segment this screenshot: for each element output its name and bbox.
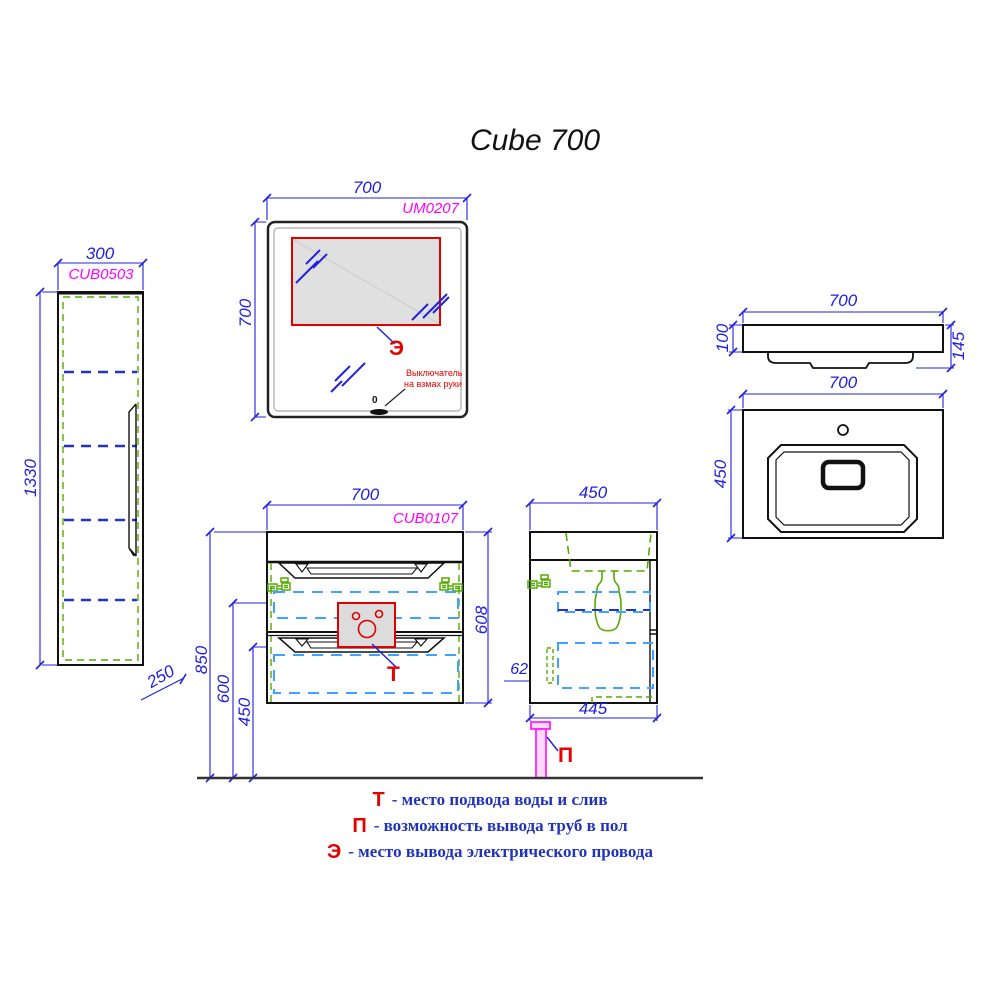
sensor-note-line1: Выключатель — [406, 368, 463, 378]
vanity-depth-dim: 450 — [578, 483, 608, 502]
vanity-bottom-depth-dim: 445 — [578, 699, 608, 718]
legend-text-water: - место подвода воды и слив — [391, 790, 608, 809]
tall-cabinet-width-dim: 300 — [85, 244, 115, 263]
sink-side-width-dim: 700 — [828, 291, 858, 310]
tall-cabinet-body — [57, 291, 144, 666]
tall-cabinet-code: CUB0503 — [68, 266, 134, 283]
legend-row-pipe: П - возможность вывода труб в пол — [352, 815, 627, 837]
electric-marker: Э — [389, 337, 404, 360]
mirror-height-dim: 700 — [236, 298, 255, 328]
mirror-glass-reflection — [293, 239, 439, 324]
basin-outer-rim — [767, 444, 918, 533]
floor-pipe — [530, 721, 551, 779]
pipe-gap-slot — [546, 647, 554, 684]
mirror-width-dim: 700 — [352, 178, 382, 197]
sensor-note-line2: на взмах руки — [404, 379, 462, 389]
drawer1-handle-groove — [277, 562, 446, 579]
mirror-drawing — [250, 193, 472, 422]
vanity-front-drawing — [205, 500, 493, 783]
water-marker-leader — [371, 643, 397, 668]
sink-side-drawing — [728, 307, 956, 373]
side-drawer2-dashed — [557, 642, 654, 689]
side-drawer1-dashed — [557, 591, 651, 613]
sink-total-height-dim: 145 — [949, 331, 968, 361]
mirror-glint-lines — [295, 249, 450, 393]
water-marker: Т — [387, 663, 400, 686]
legend-row-water: Т - место подвода воды и слив — [372, 789, 607, 811]
sink-bowl-underside — [767, 352, 914, 369]
tall-cabinet-handle — [128, 403, 137, 557]
faucet-hole — [837, 424, 849, 436]
electric-marker-leader — [376, 326, 396, 345]
vanity-drain-height-dim: 450 — [235, 697, 254, 727]
pipe-gap-dim: 62 — [510, 661, 528, 678]
pipe-marker: П — [558, 744, 574, 767]
page-title: Cube 700 — [469, 124, 601, 157]
sink-top-width-dim: 700 — [828, 373, 858, 392]
mirror-code: UM0207 — [402, 200, 459, 217]
basin-inner-rim — [775, 451, 910, 526]
siphon-trap — [594, 571, 622, 632]
tall-cabinet-drawing — [35, 258, 187, 701]
vanity-side-drawing — [504, 498, 662, 779]
sensor-zero-label: 0 — [372, 395, 378, 406]
sink-bowl-profile-dashed — [565, 532, 652, 572]
vanity-total-height-dim: 850 — [192, 645, 211, 675]
tall-cabinet-dimensions — [35, 258, 187, 701]
tall-cabinet-inner-dashed — [62, 296, 139, 661]
side-bottom-step-dashed — [591, 696, 653, 703]
tall-cabinet-height-dim: 1330 — [21, 459, 40, 497]
tall-cabinet-shelves — [64, 370, 137, 602]
wave-sensor — [370, 409, 388, 415]
sink-apron-height-dim: 100 — [713, 323, 732, 353]
vanity-width-dim: 700 — [350, 485, 380, 504]
vanity-body-height-dim: 608 — [472, 605, 491, 635]
legend-marker-water: Т — [372, 788, 385, 811]
legend-text-electric: - место вывода электрического провода — [348, 842, 653, 861]
legend-row-electric: Э - место вывода электрического провода — [327, 841, 653, 863]
sink-top-dimensions — [726, 389, 948, 543]
plumbing-zone — [337, 602, 396, 648]
vanity-side-front-panel — [649, 560, 657, 703]
vanity-code: CUB0107 — [392, 510, 458, 527]
sink-apron — [742, 324, 944, 353]
sensor-leader — [384, 388, 406, 407]
legend: Т - место подвода воды и слив П - возмож… — [0, 789, 980, 863]
legend-marker-electric: Э — [326, 840, 342, 863]
vanity-front-dimensions — [205, 500, 493, 783]
vanity-side-body — [529, 531, 658, 704]
mirror-frame-inner — [273, 227, 462, 412]
sink-top-depth-dim: 450 — [711, 459, 730, 489]
vanity-side-dimensions — [504, 498, 662, 723]
drain-opening — [820, 459, 866, 491]
vanity-supply-height-dim: 600 — [214, 674, 233, 704]
sink-top-drawing — [726, 389, 948, 543]
legend-text-pipe: - возможность вывода труб в пол — [373, 816, 628, 835]
mirror-dimensions — [250, 193, 472, 422]
sink-side-dimensions — [728, 307, 956, 373]
legend-marker-pipe: П — [352, 814, 367, 837]
drawer1-inner-dashed — [273, 591, 459, 619]
pipe-marker-leader — [546, 736, 559, 752]
drawer2-inner-dashed — [273, 654, 459, 694]
